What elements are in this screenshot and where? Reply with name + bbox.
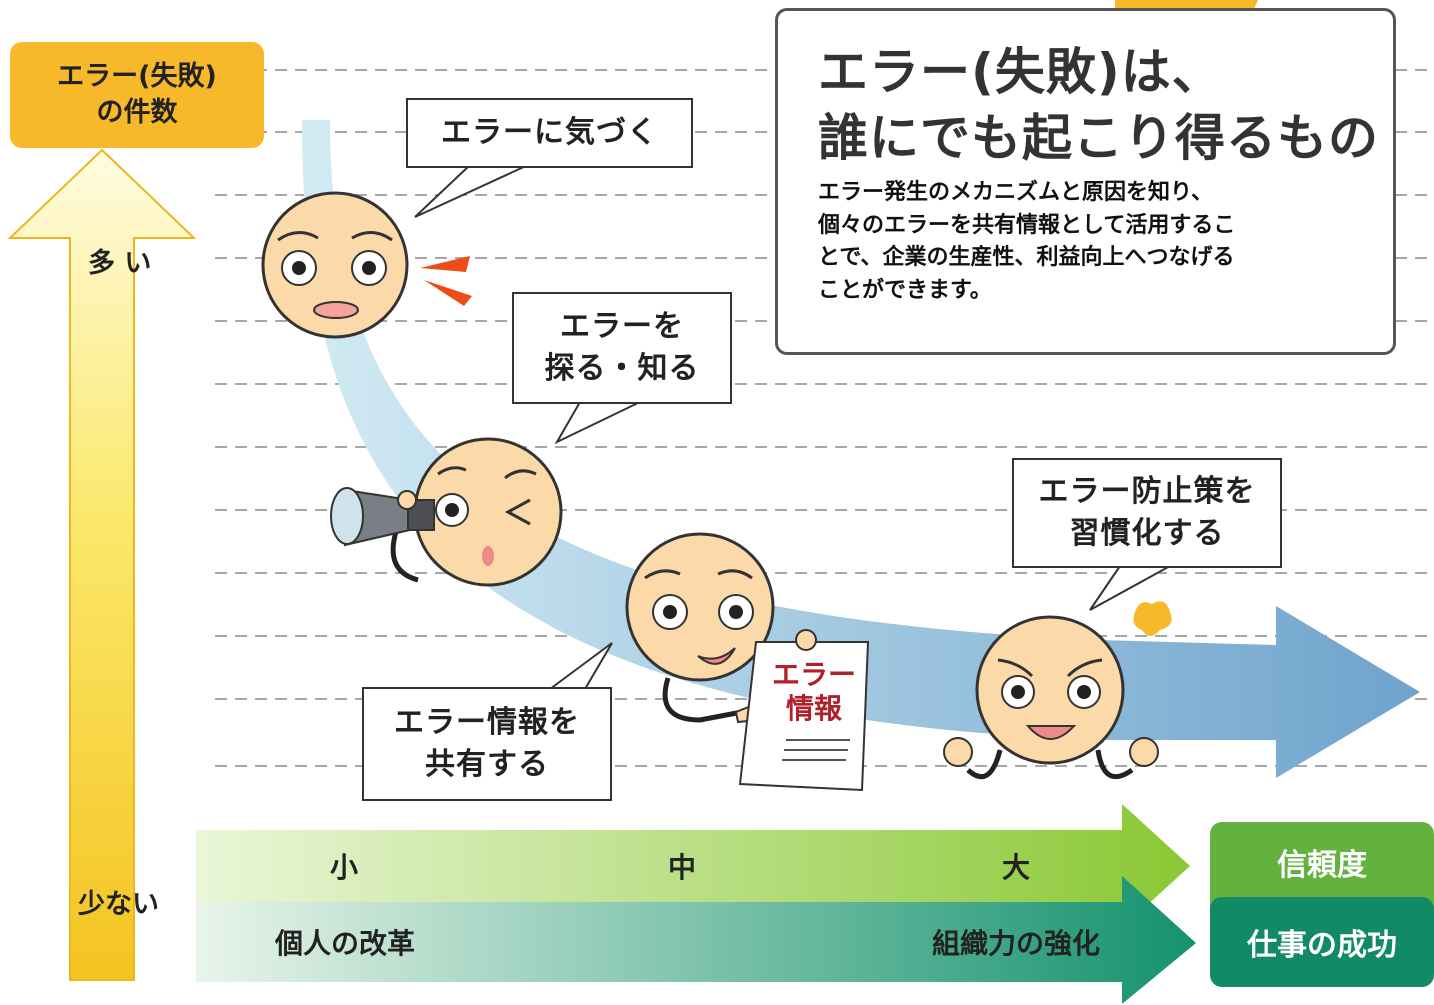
- bubble-share: エラー情報を 共有する: [362, 687, 612, 801]
- organization-arrow: [196, 876, 1196, 1004]
- telescope-icon: [330, 487, 435, 547]
- face-sharing: [625, 532, 870, 792]
- scale-small-label: 小: [330, 851, 358, 884]
- bubble-habit-text: エラー防止策を 習慣化する: [1038, 474, 1256, 551]
- scale-large-label: 大: [1002, 851, 1030, 884]
- bubble-notice: エラーに気づく: [406, 98, 693, 168]
- document-icon: [738, 629, 870, 792]
- document-label-line2: 情報: [786, 692, 843, 725]
- error-count-label: エラー(失敗) の件数: [57, 60, 217, 128]
- info-body: エラー発生のメカニズムと原因を知り、 個々のエラーを共有情報として活用するこ と…: [818, 180, 1236, 303]
- job-success-box: 仕事の成功: [1210, 897, 1434, 987]
- bubble-share-text: エラー情報を 共有する: [394, 705, 580, 782]
- bubble-investigate-text: エラーを 探る・知る: [544, 309, 700, 386]
- face-investigating: [330, 437, 563, 587]
- organization-strength-label: 組織力の強化: [932, 927, 1100, 960]
- bubble-habit: エラー防止策を 習慣化する: [1012, 458, 1282, 568]
- info-title: エラー(失敗)は、 誰にでも起こり得るもの: [818, 43, 1379, 167]
- bubble-tails: [414, 164, 1171, 690]
- steam-icon: [1133, 601, 1172, 636]
- axis-high-label: 多 い: [88, 248, 152, 279]
- scale-medium-label: 中: [668, 851, 696, 884]
- axis-low-label: 少ない: [78, 889, 159, 920]
- face-habit: [943, 601, 1172, 780]
- reliability-label: 信頼度: [1277, 848, 1367, 883]
- info-box: エラー(失敗)は、 誰にでも起こり得るもの エラー発生のメカニズムと原因を知り、…: [775, 8, 1396, 355]
- scale-arrow: [196, 804, 1190, 928]
- alert-marks-icon: [420, 256, 472, 306]
- job-success-label: 仕事の成功: [1247, 928, 1397, 963]
- individual-reform-label: 個人の改革: [274, 927, 415, 960]
- error-decrease-curve-arrow: [302, 120, 1420, 778]
- bubble-notice-text: エラーに気づく: [441, 115, 658, 150]
- document-label-line1: エラー: [772, 658, 856, 691]
- bubble-investigate: エラーを 探る・知る: [512, 292, 732, 404]
- error-count-badge: エラー(失敗) の件数: [10, 42, 264, 148]
- face-noticing: [261, 191, 409, 339]
- y-axis-arrow: [7, 148, 197, 981]
